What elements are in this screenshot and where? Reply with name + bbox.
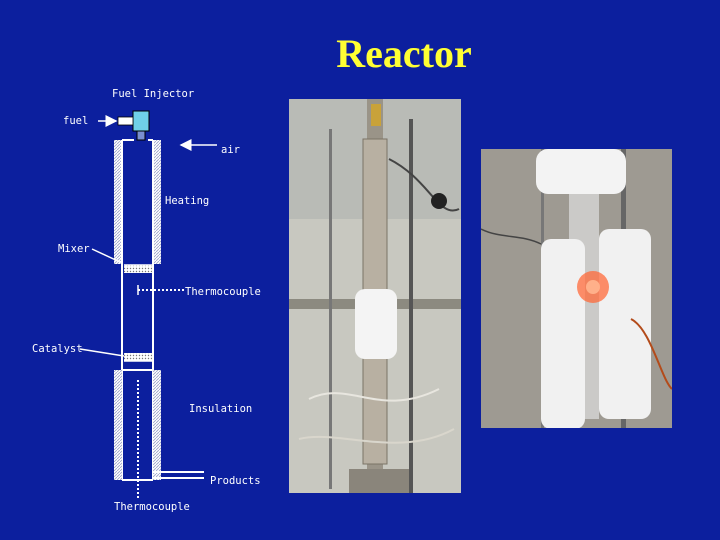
label-fuel: fuel: [63, 115, 88, 127]
catalyst-bed: [124, 353, 152, 362]
label-heating: Heating: [165, 195, 209, 207]
label-catalyst: Catalyst: [32, 343, 83, 355]
slide-title: Reactor: [336, 31, 472, 76]
label-fuel-injector: Fuel Injector: [112, 88, 194, 100]
label-mixer: Mixer: [58, 243, 90, 255]
insulation: [114, 369, 161, 480]
fuel-injector: [117, 110, 150, 141]
label-thermocouple-mid: Thermocouple: [185, 286, 261, 298]
mixer: [124, 264, 152, 273]
reactor-photo-right: [481, 149, 672, 428]
reactor-photo-left: [289, 99, 461, 493]
label-thermocouple-bottom: Thermocouple: [114, 501, 190, 513]
label-air: air: [221, 144, 240, 156]
catalyst-leader: [79, 348, 125, 357]
mixer-leader: [91, 248, 121, 263]
label-products: Products: [210, 475, 261, 487]
label-insulation: Insulation: [189, 403, 252, 415]
